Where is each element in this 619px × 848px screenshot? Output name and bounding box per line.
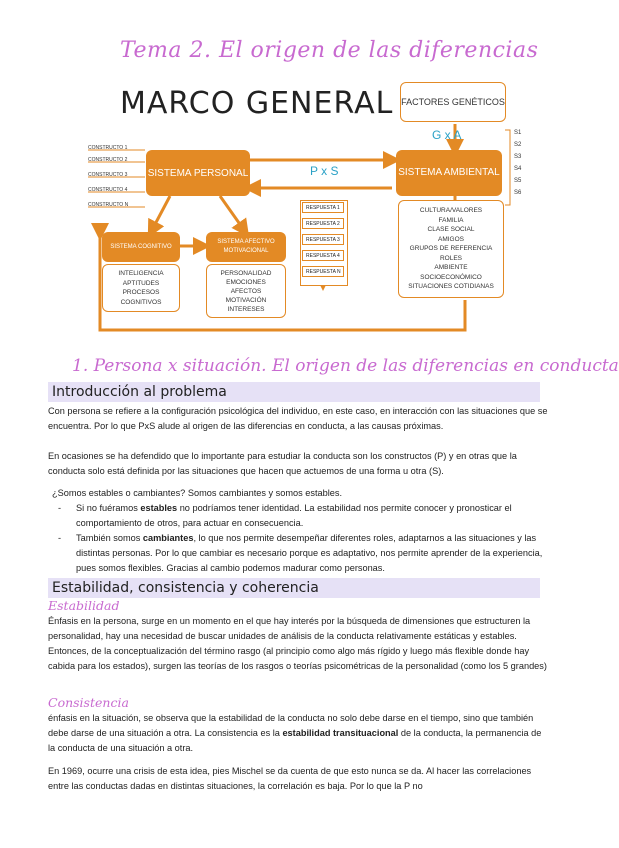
bullet-dash: -	[58, 503, 62, 513]
respuesta-4: RESPUESTA 4	[302, 250, 344, 261]
section1-p2: En ocasiones se ha defendido que lo impo…	[48, 451, 517, 476]
constructo-3: CONSTRUCTO 3	[88, 172, 128, 178]
bullet-bold: cambiantes	[142, 533, 194, 543]
pxs-label: P x S	[310, 164, 339, 178]
constructo-1: CONSTRUCTO 1	[88, 145, 128, 151]
ambiental-item: GRUPOS DE REFERENCIA	[409, 245, 493, 253]
consistencia-paragraph: énfasis en la situación, se observa que …	[48, 711, 548, 756]
ambiental-item: ROLES	[439, 254, 463, 262]
cognitivo-item: INTELIGENCIA	[118, 270, 164, 277]
section2-band-label: Estabilidad, consistencia y coherencia	[52, 580, 319, 596]
ambiental-item: SITUACIONES COTIDIANAS	[408, 283, 494, 291]
para-text: de la conducta, la permanencia de la con…	[48, 728, 542, 753]
afectivo-item: PERSONALIDAD	[220, 269, 272, 277]
sistema-afectivo-box: SISTEMA AFECTIVO MOTIVACIONAL	[206, 232, 286, 262]
bullet-text: Si no fuéramos	[76, 503, 141, 513]
afectivo-item: AFECTOS	[230, 287, 262, 295]
bullet-bold: estables	[140, 503, 178, 513]
afectivo-item: EMOCIONES	[226, 278, 266, 286]
para-bold: estabilidad transituacional	[282, 728, 399, 738]
consistencia-heading: Consistencia	[48, 695, 129, 710]
diagram-connectors	[88, 124, 511, 332]
afectivo-item: INTERESES	[227, 305, 265, 313]
respuesta-2: RESPUESTA 2	[302, 218, 344, 229]
crisis-paragraph: En 1969, ocurre una crisis de esta idea,…	[48, 766, 532, 791]
section1-band-label: Introducción al problema	[52, 384, 227, 400]
respuesta-n: RESPUESTA N	[302, 266, 344, 277]
estabilidad-paragraph: Énfasis en la persona, surge en un momen…	[48, 616, 547, 671]
ambiental-item: SOCIOECONÓMICO	[420, 273, 482, 281]
cognitivo-item: PROCESOS	[122, 289, 160, 296]
ambiental-item: AMBIENTE	[434, 264, 468, 272]
estabilidad-heading: Estabilidad	[48, 598, 120, 613]
s-item: S3	[514, 154, 522, 160]
s-item: S1	[514, 130, 522, 136]
s-list: S1 S2 S3 S4 S5 S6	[514, 127, 521, 199]
ambiental-item: CULTURA/VALORES	[419, 207, 483, 215]
ambiental-items-box: CULTURA/VALORES FAMILIA CLASE SOCIAL AMI…	[398, 200, 504, 298]
sistema-personal-box: SISTEMA PERSONAL	[146, 150, 250, 196]
cognitivo-items-box: INTELIGENCIA APTITUDES PROCESOS COGNITIV…	[102, 264, 180, 312]
respuesta-3: RESPUESTA 3	[302, 234, 344, 245]
section1-p3: ¿Somos estables o cambiantes? Somos camb…	[52, 488, 343, 498]
afectivo-items-box: PERSONALIDAD EMOCIONES AFECTOS MOTIVACIÓ…	[206, 264, 286, 318]
document-title: Tema 2. El origen de las diferencias	[120, 38, 539, 63]
para-text: énfasis en la situación, se observa que …	[48, 713, 534, 738]
bullet-text: También somos	[76, 533, 143, 543]
sistema-ambiental-box: SISTEMA AMBIENTAL	[396, 150, 502, 196]
s-item: S6	[514, 190, 522, 196]
bullet-cambiantes: - También somos cambiantes, lo que nos p…	[58, 531, 544, 576]
cognitivo-item: COGNITIVOS	[120, 298, 162, 306]
s-item: S5	[514, 178, 522, 184]
section1-p1: Con persona se refiere a la configuració…	[48, 406, 548, 431]
gxa-label: G x A	[432, 128, 462, 142]
bullet-dash: -	[58, 533, 62, 543]
respuesta-1: RESPUESTA 1	[302, 202, 344, 213]
bullet-text: no podríamos tener identidad. La estabil…	[76, 503, 512, 528]
ambiental-item: CLASE SOCIAL	[427, 226, 475, 234]
constructo-n: CONSTRUCTO N	[88, 202, 129, 208]
sistema-cognitivo-box: SISTEMA COGNITIVO	[102, 232, 180, 262]
s-item: S4	[514, 166, 522, 172]
bullet-text: , lo que nos permite desempeñar diferent…	[76, 533, 543, 573]
section2-band: Estabilidad, consistencia y coherencia	[48, 578, 540, 598]
factores-geneticos-box: FACTORES GENÉTICOS	[400, 82, 506, 122]
ambiental-item: AMIGOS	[437, 235, 464, 243]
section1-band: Introducción al problema	[48, 382, 540, 402]
s-item: S2	[514, 142, 522, 148]
afectivo-item: MOTIVACIÓN	[225, 296, 267, 304]
constructo-2: CONSTRUCTO 2	[88, 157, 128, 163]
constructo-4: CONSTRUCTO 4	[88, 187, 128, 193]
diagram-title: MARCO GENERAL	[120, 86, 394, 121]
ambiental-item: FAMILIA	[438, 216, 464, 224]
section1-heading: 1. Persona x situación. El origen de las…	[72, 356, 619, 376]
cognitivo-item: APTITUDES	[122, 279, 160, 287]
bullet-estables: - Si no fuéramos estables no podríamos t…	[58, 501, 544, 531]
